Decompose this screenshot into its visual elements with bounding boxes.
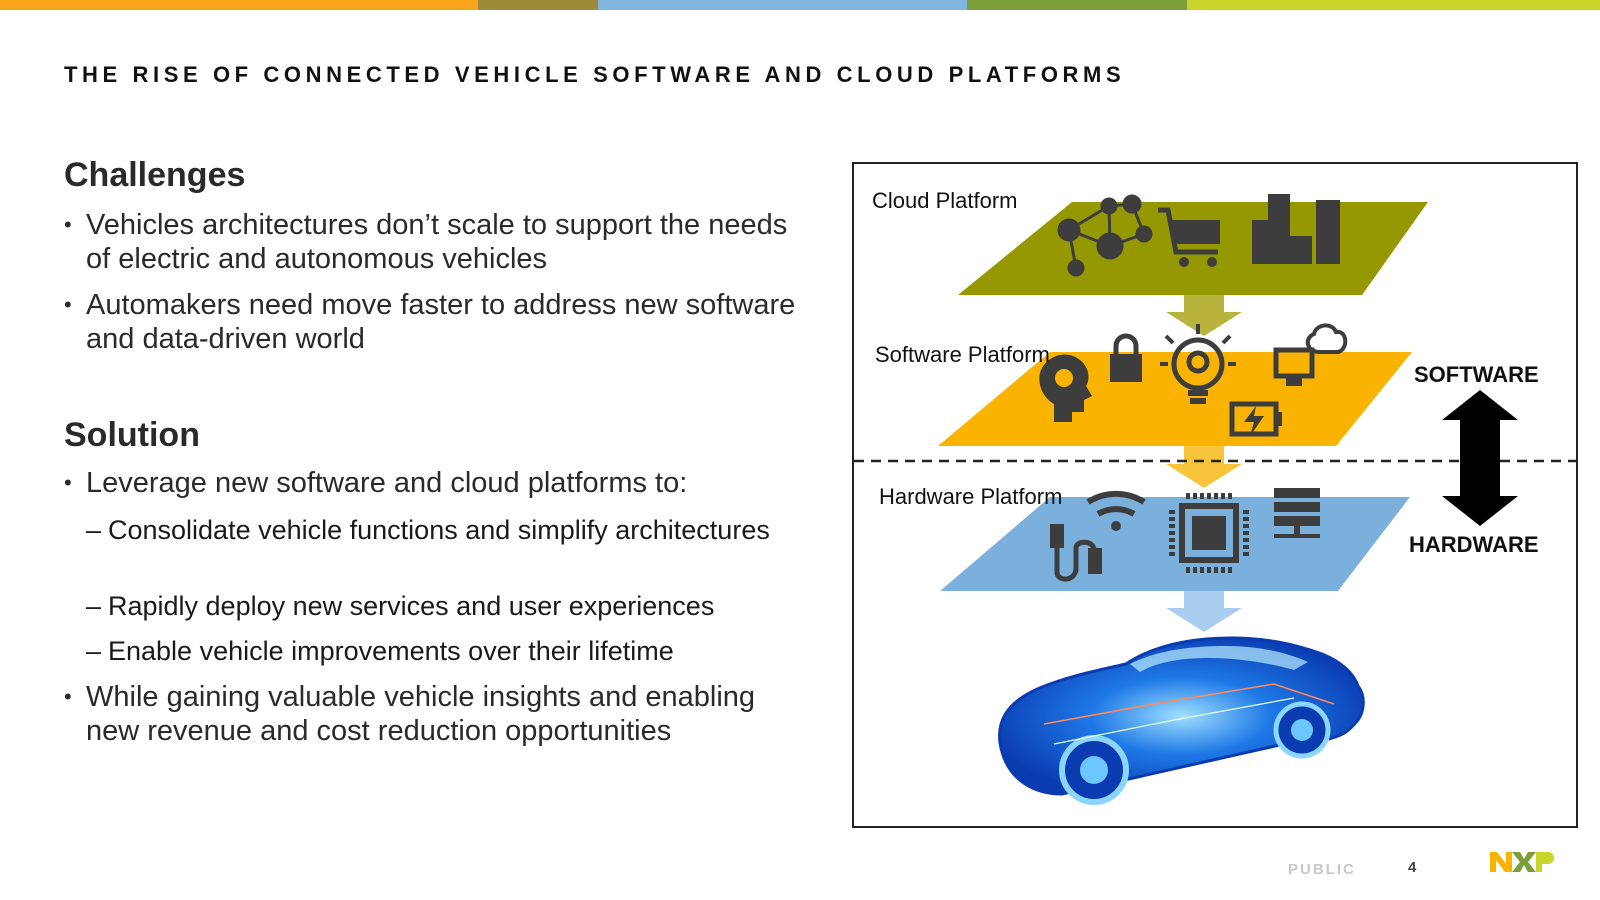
down-arrow <box>1166 446 1242 488</box>
padlock-icon <box>1110 333 1142 382</box>
solution-bullet: • Leverage new software and cloud platfo… <box>64 466 804 500</box>
page-number: 4 <box>1408 859 1417 876</box>
platform-diagram: Cloud Platform Software Platform Hardwar… <box>852 162 1578 828</box>
top-color-bar <box>0 0 1600 10</box>
solution-sub-bullet: – Rapidly deploy new services and user e… <box>86 591 806 622</box>
sub-bullet-text: Rapidly deploy new services and user exp… <box>108 591 715 621</box>
bullet-text: Automakers need move faster to address n… <box>86 289 796 355</box>
page-title: THE RISE OF CONNECTED VEHICLE SOFTWARE A… <box>64 62 1126 87</box>
shopping-cart-icon <box>1158 207 1220 267</box>
hardware-platform-label: Hardware Platform <box>879 484 1063 509</box>
bullet-dot: • <box>64 212 72 237</box>
sub-bullet-text: Enable vehicle improvements over their l… <box>108 636 674 666</box>
solution-sub-bullet: – Enable vehicle improvements over their… <box>86 636 806 667</box>
classification-label: PUBLIC <box>1288 861 1356 878</box>
bullet-dot: • <box>64 470 72 495</box>
cloud-layer <box>958 202 1428 295</box>
challenge-bullet: • Automakers need move faster to address… <box>64 288 804 356</box>
brain-head-icon <box>1039 354 1092 422</box>
platform-diagram-graphic <box>854 194 1576 805</box>
challenge-bullet: • Vehicles architectures don’t scale to … <box>64 208 804 276</box>
solution-sub-bullet: – Consolidate vehicle functions and simp… <box>86 515 806 546</box>
cloud-platform-label: Cloud Platform <box>872 188 1018 213</box>
usb-cable-icon <box>1050 524 1102 582</box>
topbar-segment <box>598 0 967 10</box>
solution-heading: Solution <box>64 416 200 454</box>
bullet-dot: • <box>64 684 72 709</box>
lightbulb-gear-icon <box>1160 324 1236 404</box>
sub-bullet-text: Consolidate vehicle functions and simpli… <box>108 515 770 545</box>
sub-bullet-dash: – <box>86 636 102 666</box>
sub-bullet-dash: – <box>86 591 102 621</box>
topbar-segment <box>478 0 598 10</box>
nxp-logo <box>1490 852 1554 872</box>
city-buildings-icon <box>1252 194 1340 264</box>
software-tag: SOFTWARE <box>1414 362 1539 387</box>
car-xray-image <box>998 636 1365 805</box>
battery-charging-icon <box>1229 401 1282 437</box>
down-arrow <box>1166 591 1242 632</box>
wifi-icon <box>1086 490 1146 531</box>
bullet-text: Vehicles architectures don’t scale to su… <box>86 209 788 275</box>
bullet-dot: • <box>64 292 72 317</box>
software-platform-label: Software Platform <box>875 342 1050 367</box>
topbar-segment <box>0 0 478 10</box>
challenges-heading: Challenges <box>64 156 246 194</box>
bullet-text: Leverage new software and cloud platform… <box>86 467 688 499</box>
sub-bullet-dash: – <box>86 515 102 545</box>
hardware-tag: HARDWARE <box>1409 532 1539 557</box>
topbar-segment <box>967 0 1187 10</box>
down-arrow <box>1166 295 1242 336</box>
network-people-icon <box>1057 194 1153 277</box>
double-arrow <box>1442 390 1518 526</box>
topbar-segment <box>1187 0 1600 10</box>
bullet-text: While gaining valuable vehicle insights … <box>86 681 756 747</box>
chip-icon <box>1169 493 1249 573</box>
server-icon <box>1274 488 1320 538</box>
computer-cloud-sync-icon <box>1273 323 1348 386</box>
solution-bullet: • While gaining valuable vehicle insight… <box>64 680 804 748</box>
